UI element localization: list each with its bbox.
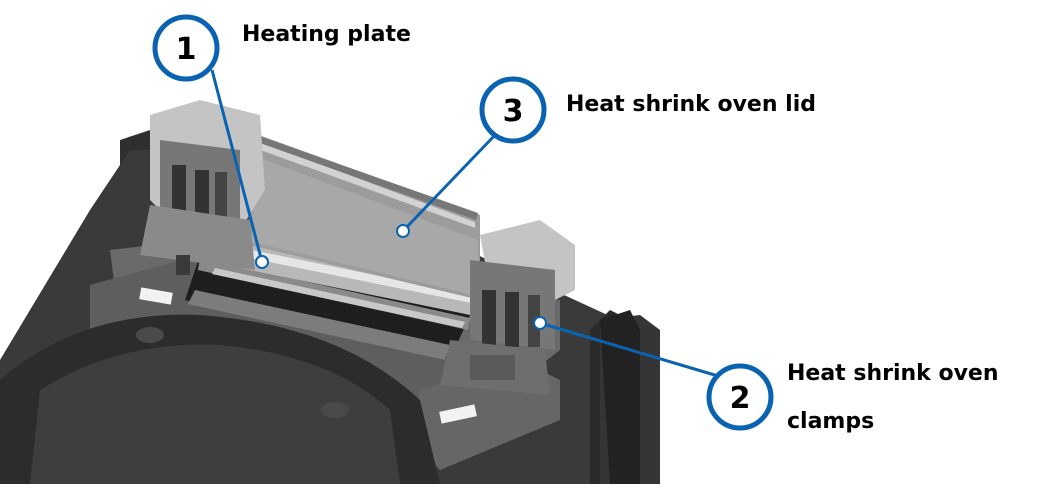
callout-badge-3: 3 (479, 76, 547, 144)
leader-dot-2 (533, 316, 547, 330)
leader-lines (210, 69, 719, 378)
leader-dot-1 (255, 255, 269, 269)
callout-label-heating-plate: Heating plate (242, 22, 411, 47)
callout-label-oven-clamps-line1: Heat shrink oven (787, 361, 999, 386)
callout-badge-2: 2 (706, 363, 774, 431)
leader-dot-3 (396, 224, 410, 238)
right-clamp (440, 220, 575, 395)
oven-lid (245, 130, 480, 300)
callout-badge-1: 1 (152, 14, 220, 82)
callout-label-oven-lid: Heat shrink oven lid (566, 92, 816, 117)
callout-number-2: 2 (730, 381, 751, 416)
callout-number-1: 1 (176, 32, 197, 67)
callout-number-3: 3 (503, 94, 524, 129)
heater-trough (185, 255, 470, 360)
leader-line-2 (539, 321, 719, 378)
front-grip (0, 314, 440, 484)
side-handle-right (600, 310, 640, 484)
left-clamp (140, 100, 265, 275)
callout-label-oven-clamps-line2: clamps (787, 409, 875, 434)
leader-line-3 (401, 132, 498, 233)
leader-line-1 (210, 69, 264, 263)
